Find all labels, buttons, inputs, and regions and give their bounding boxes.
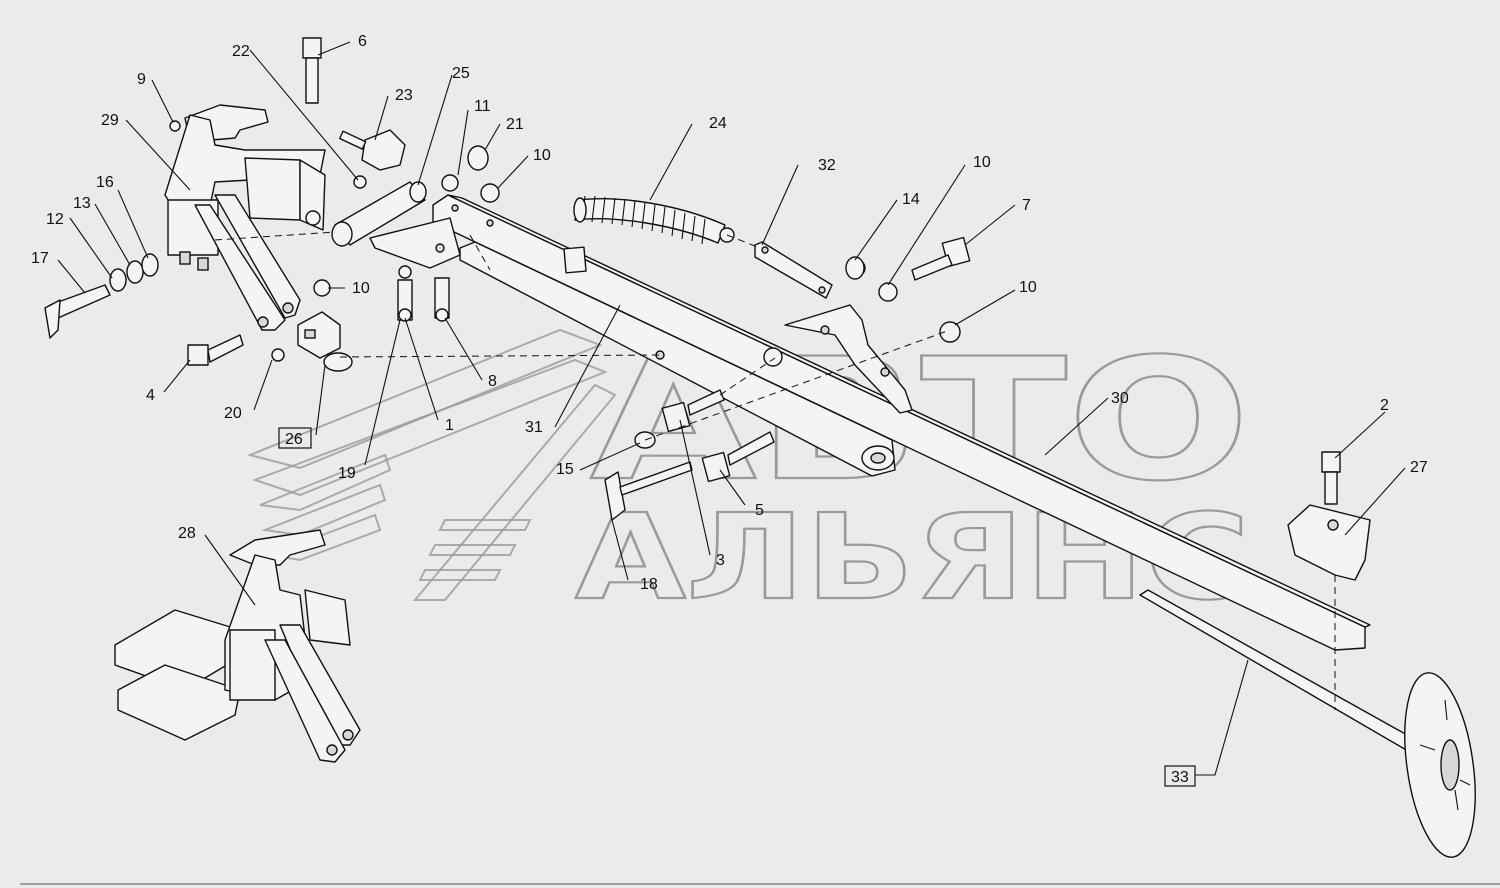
callout-5: 5: [755, 502, 764, 519]
callout-18: 18: [640, 576, 658, 593]
callout-labels: 1 2 3 4 5 6 7 8 9 10 10 10 10 11 12 13 1…: [31, 33, 1428, 787]
callout-26-box: [278, 427, 312, 449]
callout-2: 2: [1380, 397, 1389, 414]
callout-22: 22: [232, 43, 250, 60]
callout-8: 8: [488, 373, 497, 390]
callout-13: 13: [73, 195, 91, 212]
callout-10d: 10: [1019, 279, 1037, 296]
callout-24: 24: [709, 115, 727, 132]
callout-19: 19: [338, 465, 356, 482]
watermark-logo: [246, 328, 617, 601]
callout-3: 3: [716, 552, 725, 569]
callout-10c: 10: [973, 154, 991, 171]
callout-23: 23: [395, 87, 413, 104]
callout-10b: 10: [533, 147, 551, 164]
callout-14: 14: [902, 191, 920, 208]
callout-20: 20: [224, 405, 242, 422]
callout-21: 21: [506, 116, 524, 133]
lower-bar: [459, 241, 896, 477]
clamp-bracket: [1287, 504, 1371, 581]
wheel-axle: [1139, 589, 1476, 858]
callout-28: 28: [178, 525, 196, 542]
assembly-lines: [214, 231, 1336, 710]
callout-16: 16: [96, 174, 114, 191]
callout-26: 26: [285, 431, 303, 448]
callout-10a: 10: [352, 280, 370, 297]
callout-33-box: [1164, 765, 1196, 787]
lower-left-bracket: [114, 529, 361, 763]
callout-32: 32: [818, 157, 836, 174]
callout-11: 11: [474, 98, 491, 115]
link-plate: [754, 241, 833, 299]
upper-left-bracket: [164, 104, 326, 331]
callout-33: 33: [1171, 769, 1189, 786]
callout-25: 25: [452, 65, 470, 82]
callout-1: 1: [445, 417, 454, 434]
callout-4: 4: [146, 387, 155, 404]
pivot-tube: [331, 181, 461, 269]
fasteners: [44, 37, 1341, 521]
callout-15: 15: [556, 461, 574, 478]
tension-spring: [563, 195, 735, 274]
callout-31: 31: [525, 419, 543, 436]
callout-7: 7: [1022, 197, 1031, 214]
callout-17: 17: [31, 250, 49, 267]
clevis: [297, 311, 353, 372]
center-bracket: [784, 304, 913, 414]
callout-30: 30: [1111, 390, 1129, 407]
callout-29: 29: [101, 112, 119, 129]
callout-6: 6: [358, 33, 367, 50]
callout-9: 9: [137, 71, 146, 88]
leader-lines: [57, 41, 1406, 776]
callout-12: 12: [46, 211, 64, 228]
callout-27: 27: [1410, 459, 1428, 476]
